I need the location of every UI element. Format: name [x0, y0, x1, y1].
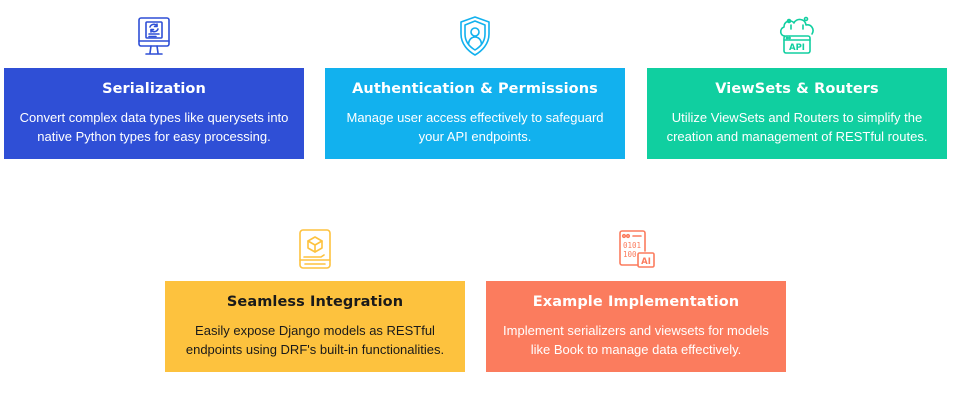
card-title: Example Implementation	[532, 294, 740, 310]
card-title: ViewSets & Routers	[715, 81, 879, 97]
binary-code-ai-icon: 0101 100 AI	[614, 227, 658, 271]
card-title: Serialization	[102, 81, 206, 97]
card-description: Manage user access effectively to safegu…	[337, 108, 613, 146]
card-description-line: Utilize ViewSets and Routers to simplify…	[671, 110, 923, 125]
card-description-line: Easily expose Django models as RESTful	[195, 323, 435, 338]
card-title: Authentication & Permissions	[352, 81, 598, 97]
card-description: Utilize ViewSets and Routers to simplify…	[659, 108, 935, 146]
card-description: Easily expose Django models as RESTful e…	[177, 321, 453, 359]
seamless-integration-card: Seamless Integration Easily expose Djang…	[165, 281, 465, 372]
authentication-permissions-card: Authentication & Permissions Manage user…	[325, 68, 625, 159]
card-description: Implement serializers and viewsets for m…	[498, 321, 774, 359]
card-description-line: like Book to manage data effectively.	[530, 342, 742, 357]
monitor-refresh-document-icon	[132, 14, 176, 58]
card-description-line: your API endpoints.	[418, 129, 532, 144]
card-description: Convert complex data types like queryset…	[16, 108, 292, 146]
card-description-line: endpoints using DRF's built-in functiona…	[185, 342, 445, 357]
card-description-line: Convert complex data types like queryset…	[19, 110, 289, 125]
cloud-api-icon: API	[775, 14, 819, 58]
serialization-card: Serialization Convert complex data types…	[4, 68, 304, 159]
svg-text:100: 100	[623, 250, 637, 259]
example-implementation-card: Example Implementation Implement seriali…	[486, 281, 786, 372]
shield-user-icon	[453, 14, 497, 58]
svg-text:AI: AI	[641, 257, 651, 267]
card-description-line: creation and management of RESTful route…	[666, 129, 928, 144]
svg-text:API: API	[789, 43, 805, 53]
card-description-line: Manage user access effectively to safegu…	[346, 110, 604, 125]
card-title: Seamless Integration	[226, 294, 404, 310]
card-description-line: native Python types for easy processing.	[37, 129, 271, 144]
card-description-line: Implement serializers and viewsets for m…	[503, 323, 769, 338]
tablet-cube-pen-icon	[293, 227, 337, 271]
svg-text:0101: 0101	[623, 241, 641, 250]
viewsets-routers-card: ViewSets & Routers Utilize ViewSets and …	[647, 68, 947, 159]
